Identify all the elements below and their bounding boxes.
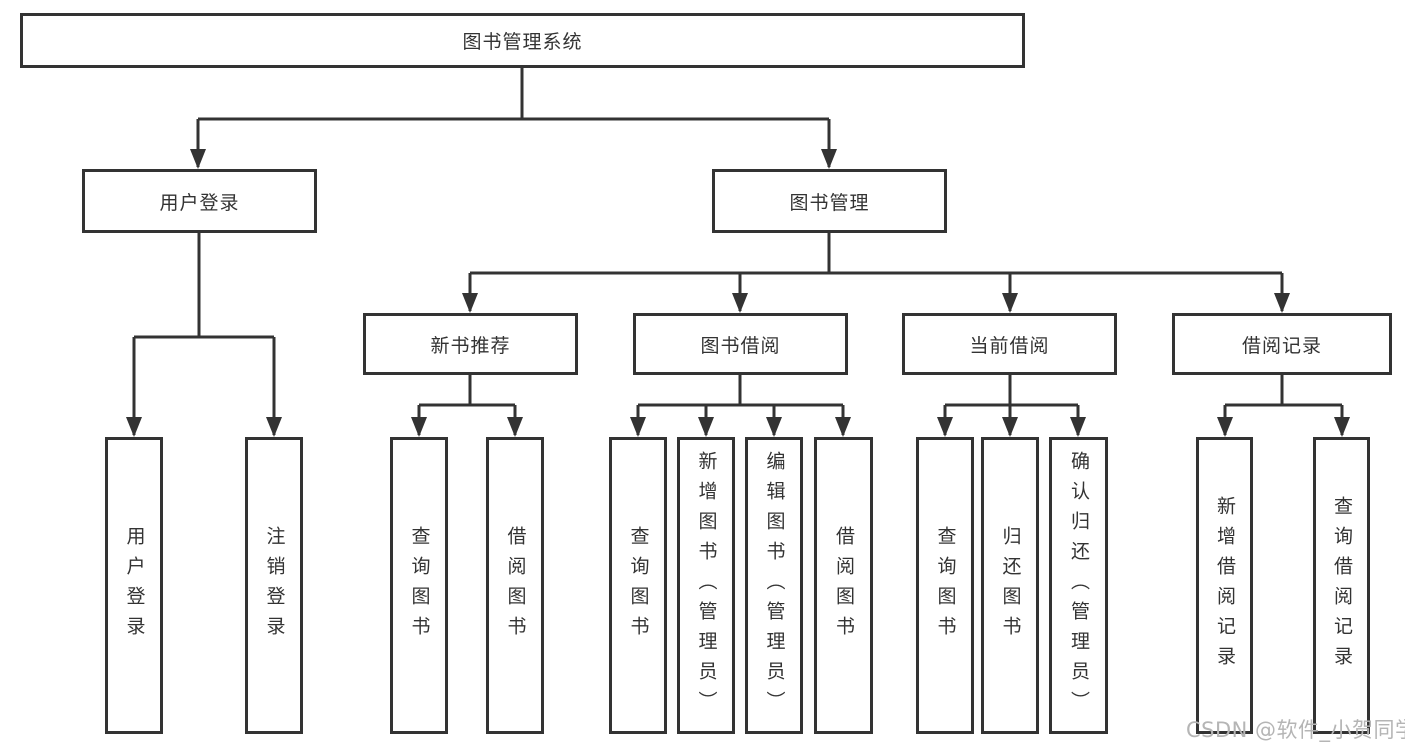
arrow-down-icon (766, 417, 782, 437)
connector-userlogin-to-children (132, 232, 276, 435)
connector-currentborrow-to-children (943, 374, 1080, 435)
node-leaf-query-books-1: 查询图书 (390, 437, 448, 734)
node-library-management-system: 图书管理系统 (20, 13, 1025, 68)
node-leaf-borrow-books-1: 借阅图书 (486, 437, 544, 734)
connector-borrowrecords-to-children (1223, 374, 1344, 435)
node-new-book-recommend: 新书推荐 (363, 313, 578, 375)
arrow-down-icon (126, 417, 142, 437)
csdn-watermark: CSDN @软件_小贺同学 (1186, 718, 1405, 742)
node-leaf-return-books: 归还图书 (981, 437, 1039, 734)
arrow-down-icon (1334, 417, 1350, 437)
leaf-label: 借阅图书 (504, 525, 527, 646)
leaf-label: 查询图书 (408, 525, 431, 646)
arrow-down-icon (462, 293, 478, 313)
arrow-down-icon (1070, 417, 1086, 437)
leaf-label: 查询借阅记录 (1331, 495, 1353, 676)
node-leaf-query-books-2: 查询图书 (609, 437, 667, 734)
node-leaf-edit-books-admin: 编辑图书（管理员） (745, 437, 803, 734)
arrow-down-icon (732, 293, 748, 313)
leaf-label: 查询图书 (627, 525, 650, 646)
arrow-down-icon (190, 149, 206, 169)
arrow-down-icon (937, 417, 953, 437)
connector-bookmgmt-to-children (468, 232, 1284, 311)
arrow-down-icon (630, 417, 646, 437)
node-leaf-query-borrow-record: 查询借阅记录 (1313, 437, 1370, 734)
arrow-down-icon (821, 149, 837, 169)
leaf-label: 查询图书 (934, 525, 957, 646)
leaf-label: 注销登录 (263, 525, 286, 646)
node-book-management: 图书管理 (712, 169, 947, 233)
arrow-down-icon (1002, 293, 1018, 313)
arrow-down-icon (1217, 417, 1233, 437)
arrow-down-icon (411, 417, 427, 437)
connector-bookborrow-to-children (636, 374, 845, 435)
arrow-down-icon (1274, 293, 1290, 313)
connector-newbooks-to-children (417, 374, 517, 435)
leaf-label: 编辑图书（管理员） (763, 450, 786, 721)
node-leaf-confirm-return-admin: 确认归还（管理员） (1049, 437, 1108, 734)
node-book-borrow: 图书借阅 (633, 313, 848, 375)
connector-root-to-level2 (196, 68, 831, 167)
leaf-label: 确认归还（管理员） (1068, 450, 1090, 721)
node-current-borrow: 当前借阅 (902, 313, 1117, 375)
leaf-label: 新增借阅记录 (1214, 495, 1236, 676)
arrow-down-icon (835, 417, 851, 437)
arrow-down-icon (507, 417, 523, 437)
arrow-down-icon (1002, 417, 1018, 437)
node-borrow-records: 借阅记录 (1172, 313, 1392, 375)
node-leaf-add-borrow-record: 新增借阅记录 (1196, 437, 1253, 734)
node-leaf-logout: 注销登录 (245, 437, 303, 734)
leaf-label: 归还图书 (999, 525, 1022, 646)
node-leaf-add-books-admin: 新增图书（管理员） (677, 437, 735, 734)
node-leaf-user-login: 用户登录 (105, 437, 163, 734)
leaf-label: 用户登录 (123, 525, 146, 646)
arrow-down-icon (698, 417, 714, 437)
arrow-down-icon (266, 417, 282, 437)
leaf-label: 新增图书（管理员） (695, 450, 718, 721)
node-user-login: 用户登录 (82, 169, 317, 233)
node-leaf-query-books-3: 查询图书 (916, 437, 974, 734)
leaf-label: 借阅图书 (833, 525, 855, 646)
node-leaf-borrow-books-2: 借阅图书 (814, 437, 873, 734)
